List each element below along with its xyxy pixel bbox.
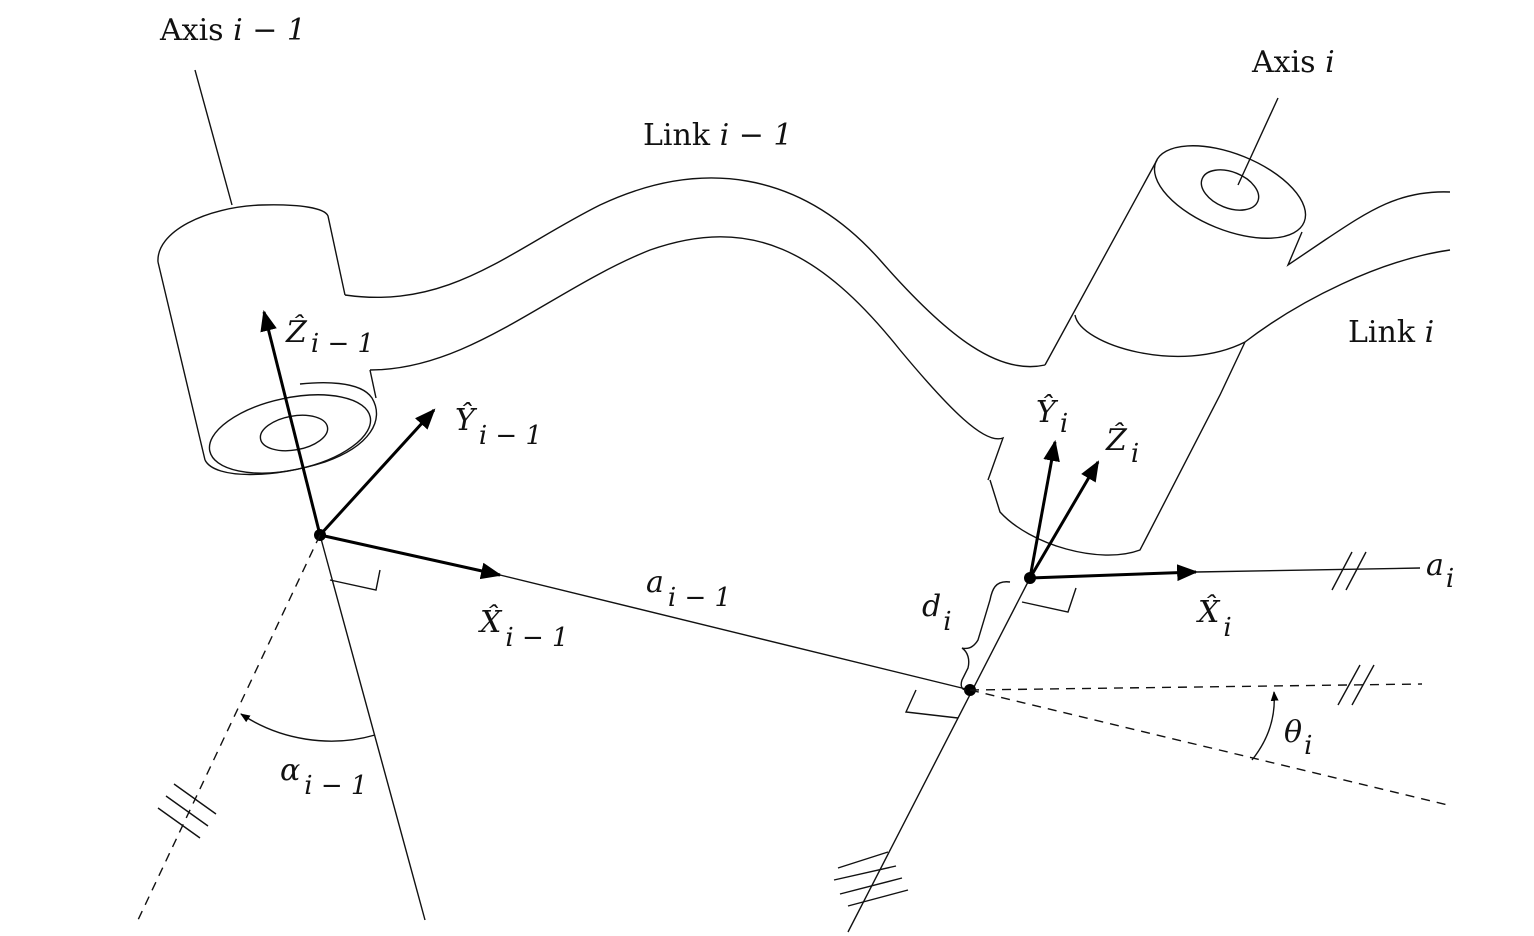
joint-cur-cylinder xyxy=(989,159,1451,556)
axis-cur-line-top xyxy=(1237,97,1279,186)
d-cur-label: di xyxy=(922,589,952,637)
joint-prev-cylinder xyxy=(157,204,377,461)
link-prev-label: Link i − 1 xyxy=(643,118,792,153)
x-prev-arrow xyxy=(319,533,503,580)
d-brace xyxy=(960,581,1011,691)
axis-prev-label: Axis i − 1 xyxy=(159,13,306,48)
link-cur-label: Link i xyxy=(1348,315,1434,350)
x-prev-label: X̂i − 1 xyxy=(478,605,569,653)
joint-prev-end-face xyxy=(204,382,378,476)
axis-prev-line-top xyxy=(194,69,233,206)
parallel-marks-prev xyxy=(157,783,217,839)
theta-arc xyxy=(1251,691,1279,761)
parallel-marks-cur xyxy=(1331,551,1367,591)
parallel-marks-theta xyxy=(1337,664,1375,706)
theta-cur-label: θi xyxy=(1284,715,1312,761)
right-angle-cur xyxy=(1021,587,1077,613)
joint-prev-face-ring xyxy=(208,394,372,474)
joint-cur-bore xyxy=(1200,169,1260,211)
x-prev-parallel-dashed xyxy=(969,683,1423,691)
axis-cur-label: Axis i xyxy=(1251,45,1335,80)
z-cur-arrow xyxy=(1028,460,1100,579)
joint-cur-top-face xyxy=(1153,145,1307,239)
x-prev-projection-dashed xyxy=(137,534,321,921)
common-normal-prev xyxy=(499,574,971,691)
right-angle-prev xyxy=(329,569,381,591)
axis-prev-line-bottom xyxy=(319,534,426,921)
axis-cur-line-bottom xyxy=(847,577,1031,933)
right-angle-intersection xyxy=(904,689,959,719)
y-prev-arrow xyxy=(318,408,436,537)
y-cur-arrow xyxy=(1028,439,1060,579)
alpha-arc xyxy=(240,713,376,742)
z-prev-arrow xyxy=(260,309,322,536)
parallel-marks-axis-cur xyxy=(833,851,909,907)
a-cur-label: ai xyxy=(1426,548,1454,594)
x-cur-arrow xyxy=(1029,564,1199,582)
link-prev-body xyxy=(344,177,1046,481)
common-normal-cur xyxy=(1195,567,1421,573)
x-prev-extension-dashed xyxy=(969,689,1449,806)
x-cur-label: X̂i xyxy=(1196,595,1232,643)
